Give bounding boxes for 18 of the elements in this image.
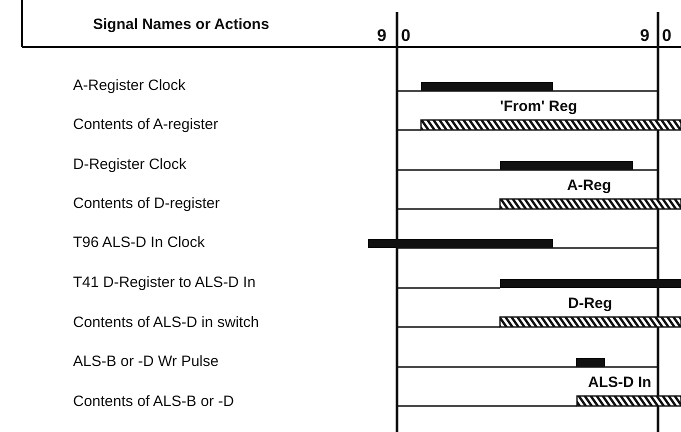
signal-name: ALS-B or -D Wr Pulse (73, 353, 219, 371)
signal-name: A-Register Clock (73, 77, 186, 95)
signal-name: T41 D-Register to ALS-D In (73, 274, 256, 292)
bar-label: ALS-D In (588, 374, 652, 392)
bar-label: 'From' Reg (500, 98, 578, 116)
tick-label: 0 (662, 27, 672, 45)
tick-label: 9 (640, 27, 650, 45)
signal-name: Contents of D-register (73, 195, 220, 213)
signal-name: T96 ALS-D In Clock (73, 234, 205, 252)
tick-label: 0 (401, 27, 410, 45)
tick-label: 9 (377, 27, 386, 45)
signal-name: Contents of ALS-D in switch (73, 314, 259, 332)
signal-name: Contents of ALS-B or -D (73, 393, 234, 411)
signal-name: Contents of A-register (73, 116, 218, 134)
column-header: Signal Names or Actions (93, 16, 270, 34)
bar-label: A-Reg (567, 177, 612, 195)
bar-label: D-Reg (568, 295, 612, 313)
signal-name: D-Register Clock (73, 156, 186, 174)
